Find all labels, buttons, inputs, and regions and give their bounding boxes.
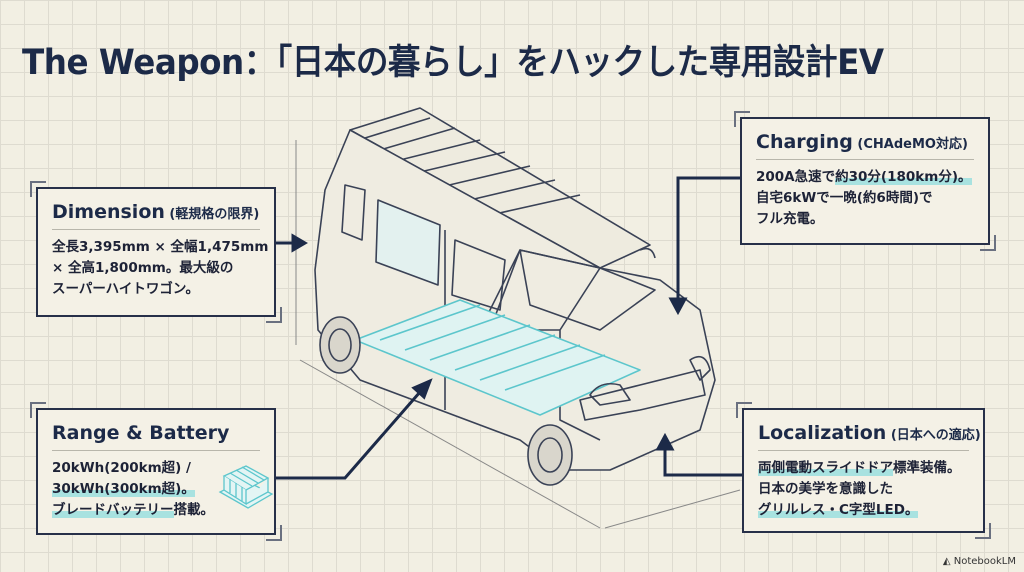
- range-battery-card: Range & Battery 20kWh(200km超) / 30kWh(30…: [30, 402, 282, 541]
- body-line: グリルレス・C字型LED。: [758, 500, 969, 521]
- highlight-text: ブレードバッテリー: [52, 502, 174, 518]
- localization-body: 両側電動スライドドア標準装備。 日本の美学を意識した グリルレス・C字型LED。: [758, 458, 969, 521]
- body-line: フル充電。: [756, 211, 824, 227]
- body-line: 日本の美学を意識した: [758, 481, 893, 497]
- body-text: 標準装備。: [893, 460, 961, 476]
- range-heading: Range & Battery: [52, 422, 260, 451]
- heading-sub: (軽規格の限界): [164, 207, 260, 222]
- body-line: 両側電動スライドドア標準装備。: [758, 458, 969, 479]
- body-line: 30kWh(300km超)。: [52, 479, 260, 500]
- dimension-card: Dimension (軽規格の限界) 全長3,395mm × 全幅1,475mm…: [30, 181, 282, 323]
- body-line: × 全高1,800mm。最大級の: [52, 260, 234, 276]
- body-line: 200A急速で約30分(180km分)。: [756, 167, 974, 188]
- heading-text: Dimension: [52, 201, 165, 223]
- dimension-heading: Dimension (軽規格の限界): [52, 201, 260, 230]
- highlight-text: 両側電動スライドドア: [758, 460, 893, 476]
- logo-icon: ◭: [942, 556, 954, 567]
- body-line: ブレードバッテリー搭載。: [52, 500, 260, 521]
- localization-heading: Localization (日本への適応): [758, 422, 981, 451]
- body-line: 全長3,395mm × 全幅1,475mm: [52, 239, 269, 255]
- heading-sub: (CHAdeMO対応): [852, 137, 968, 152]
- notebooklm-logo: ◭ NotebookLM: [943, 556, 1016, 567]
- heading-sub: (日本への適応): [886, 428, 981, 443]
- range-body: 20kWh(200km超) / 30kWh(300km超)。 ブレードバッテリー…: [52, 458, 260, 521]
- body-text: 搭載。: [173, 502, 215, 518]
- heading-text: Localization: [758, 422, 887, 444]
- highlight-text: 約30分(180km分)。: [835, 169, 972, 185]
- page-title: The Weapon：「日本の暮らし」をハックした専用設計EV: [22, 43, 884, 83]
- brand-text: NotebookLM: [953, 556, 1016, 567]
- body-text: 200A急速で: [756, 169, 836, 185]
- charging-body: 200A急速で約30分(180km分)。 自宅6kWで一晩(約6時間)で フル充…: [756, 167, 974, 230]
- body-line: 20kWh(200km超) /: [52, 460, 191, 476]
- localization-card: Localization (日本への適応) 両側電動スライドドア標準装備。 日本…: [736, 402, 991, 539]
- highlight-text: 30kWh(300km超)。: [52, 481, 195, 497]
- heading-text: Charging: [756, 131, 853, 153]
- body-line: スーパーハイトワゴン。: [52, 281, 200, 297]
- charging-heading: Charging (CHAdeMO対応): [756, 131, 974, 160]
- body-line: 自宅6kWで一晩(約6時間)で: [756, 190, 933, 206]
- dimension-body: 全長3,395mm × 全幅1,475mm × 全高1,800mm。最大級の ス…: [52, 237, 269, 300]
- highlight-text: グリルレス・C字型LED。: [758, 502, 919, 518]
- charging-card: Charging (CHAdeMO対応) 200A急速で約30分(180km分)…: [734, 111, 996, 251]
- battery-pack-icon: [218, 465, 274, 509]
